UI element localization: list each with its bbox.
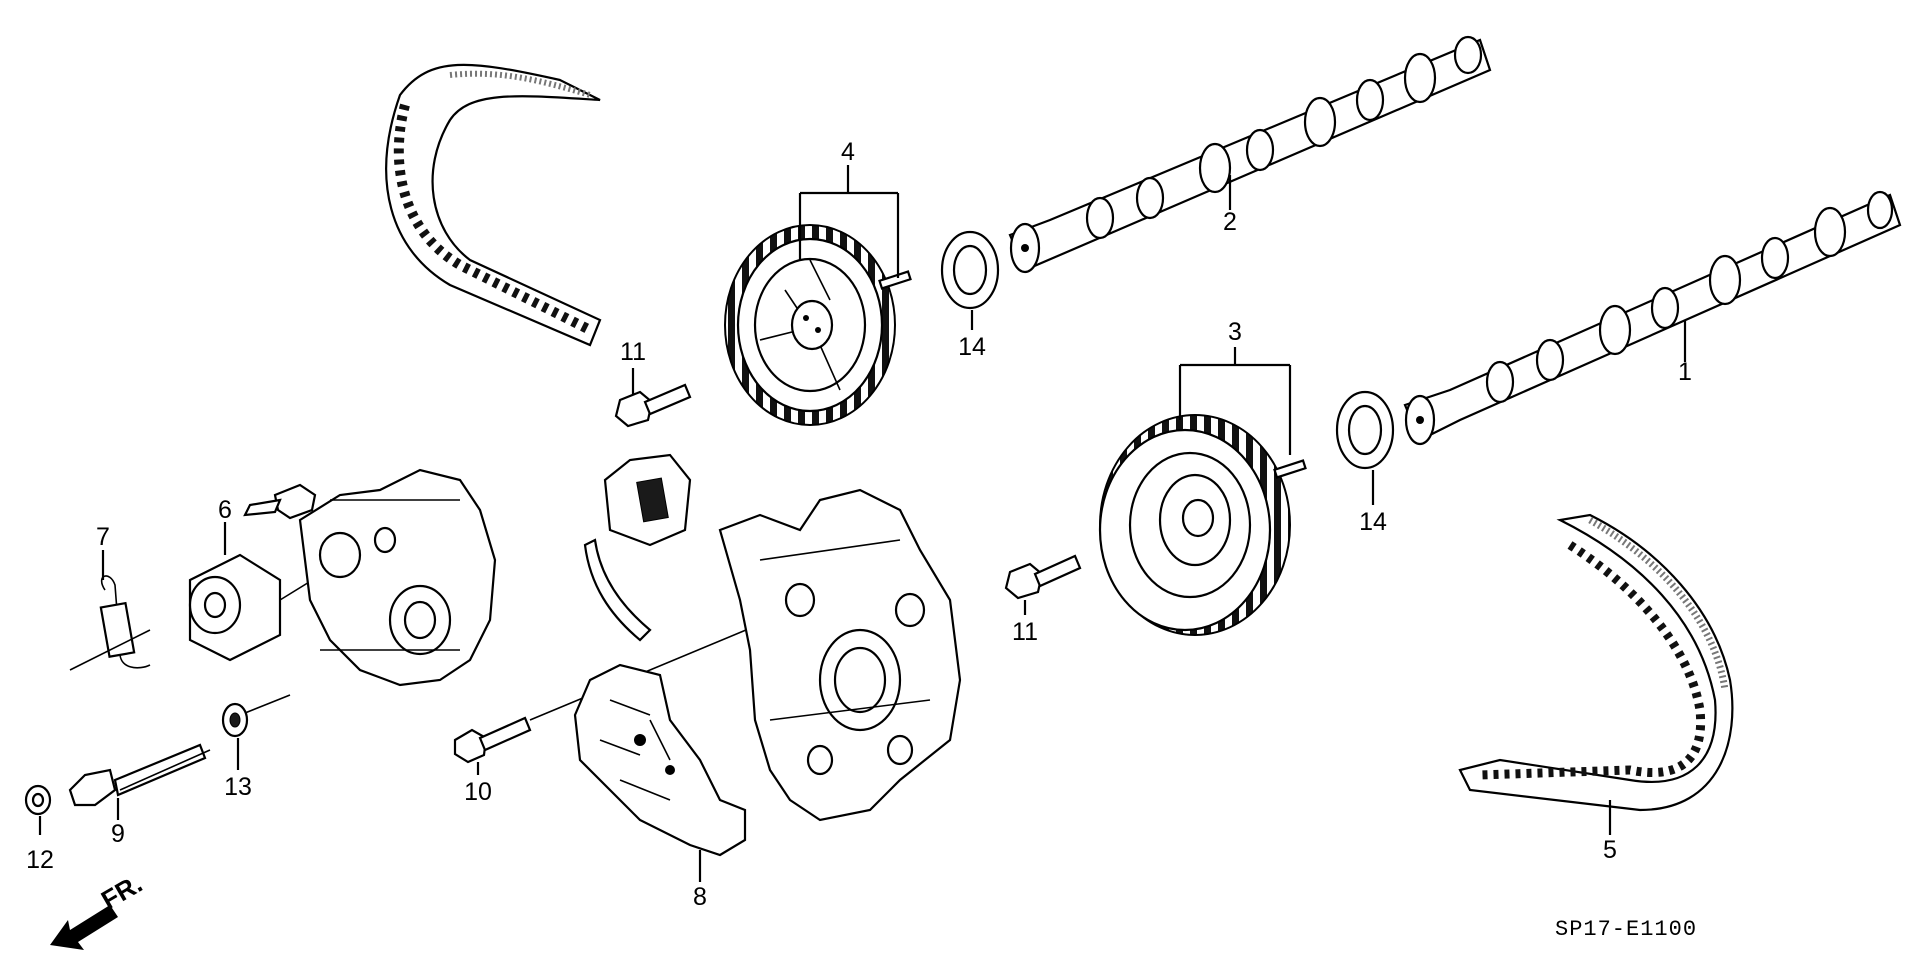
front-direction-indicator: FR. <box>50 868 147 950</box>
callout-10: 10 <box>464 778 492 806</box>
callout-5: 5 <box>1603 836 1617 864</box>
callout-1: 1 <box>1678 358 1692 386</box>
front-label: FR. <box>96 868 147 915</box>
bolt-lower <box>1004 554 1082 600</box>
callout-6: 6 <box>218 496 232 524</box>
camshaft-upper <box>1008 35 1492 274</box>
bolt-upper <box>614 383 692 428</box>
callout-7: 7 <box>96 523 110 551</box>
oil-seal-lower <box>1335 390 1395 470</box>
oil-seal-upper <box>940 230 1000 310</box>
bolt-10 <box>453 619 771 764</box>
cam-pulley-upper <box>724 224 912 426</box>
callout-9: 9 <box>111 820 125 848</box>
callout-12: 12 <box>26 846 54 874</box>
leader-lines <box>38 165 1687 882</box>
callout-13: 13 <box>224 773 252 801</box>
sensor-bracket <box>573 663 747 857</box>
callout-2: 2 <box>1223 208 1237 236</box>
camshaft-lower <box>1403 190 1902 446</box>
callout-4: 4 <box>841 138 855 166</box>
tensioner-bolt <box>68 743 211 807</box>
callout-14-upper: 14 <box>958 333 986 361</box>
sensor-connector <box>583 453 692 642</box>
drawing-code: SP17-E1100 <box>1555 917 1697 942</box>
callout-14-lower: 14 <box>1359 508 1387 536</box>
callout-11-lower: 11 <box>1012 618 1038 646</box>
callout-11-upper: 11 <box>620 338 646 366</box>
cam-pulley-lower <box>1098 414 1307 636</box>
nut-12 <box>24 784 52 816</box>
callout-8: 8 <box>693 883 707 911</box>
timing-belt-upper <box>385 63 602 347</box>
callout-3: 3 <box>1228 318 1242 346</box>
engine-block-left <box>243 468 497 687</box>
callouts: 1 2 3 4 5 6 7 8 9 10 11 11 12 13 14 14 <box>26 138 1692 911</box>
front-arrow-icon <box>50 905 118 950</box>
washer-13 <box>221 694 291 738</box>
tensioner-spring <box>69 575 151 671</box>
timing-belt-lower <box>1458 513 1734 812</box>
engine-block-middle <box>718 488 962 822</box>
